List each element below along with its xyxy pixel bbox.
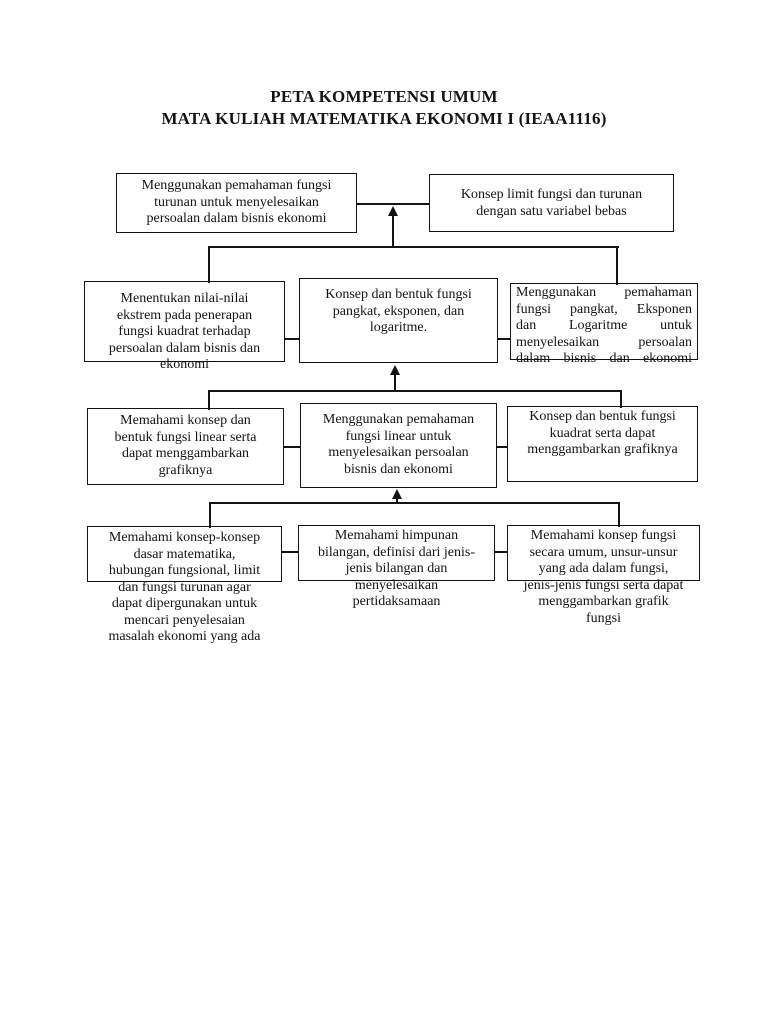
box-fungsi-turunan-bisnis: Menggunakan pemahaman fungsi turunan unt… <box>116 173 357 233</box>
page-title: PETA KOMPETENSI UMUM MATA KULIAH MATEMAT… <box>161 87 607 128</box>
box-pemahaman-pangkat-eksponen: Menggunakan pemahaman fungsi pangkat, Ek… <box>510 283 698 366</box>
link-row4-left-mid <box>281 551 299 553</box>
box-konsep-fungsi-linear: Memahami konsep dan bentuk fungsi linear… <box>87 408 284 485</box>
up-arrow-icon <box>391 489 402 499</box>
connector-top-pair <box>357 203 429 205</box>
link-row3-mid-right <box>496 446 508 448</box>
connector-row3-trunk <box>208 390 622 392</box>
box-himpunan-bilangan: Memahami himpunan bilangan, definisi dar… <box>298 525 495 609</box>
connector-row4-left-stub <box>209 502 211 528</box>
box-konsep-fungsi-kuadrat: Konsep dan bentuk fungsi kuadrat serta d… <box>507 406 698 482</box>
box-nilai-ekstrem-kuadrat: Menentukan nilai-nilai ekstrem pada pene… <box>84 281 285 372</box>
connector-row4-trunk <box>209 502 620 504</box>
link-row3-left-mid <box>283 446 301 448</box>
connector-row4-right-stub <box>618 502 620 527</box>
up-arrow-icon <box>389 365 400 375</box>
link-row4-mid-right <box>494 551 508 553</box>
connector-row2-left-stub <box>208 246 210 283</box>
up-arrow-icon <box>387 206 398 216</box>
up-arrow-shaft <box>396 496 398 504</box>
box-konsep-fungsi-pangkat: Konsep dan bentuk fungsi pangkat, ekspon… <box>299 278 498 363</box>
connector-row2-trunk <box>208 246 619 248</box>
up-arrow-shaft <box>392 213 394 248</box>
box-konsep-fungsi-umum: Memahami konsep fungsi secara umum, unsu… <box>507 525 700 626</box>
connector-row2-right-stub <box>616 246 618 285</box>
link-row2-left-mid <box>284 338 300 340</box>
connector-row3-left-stub <box>208 390 210 410</box>
box-pemahaman-fungsi-linear: Menggunakan pemahaman fungsi linear untu… <box>300 403 497 488</box>
connector-row3-right-stub <box>620 390 622 408</box>
up-arrow-shaft <box>394 372 396 392</box>
link-row2-mid-right <box>497 338 511 340</box>
box-konsep-dasar-matematika: Memahami konsep-konsep dasar matematika,… <box>87 526 282 644</box>
box-konsep-limit-fungsi: Konsep limit fungsi dan turunan dengan s… <box>429 174 674 232</box>
